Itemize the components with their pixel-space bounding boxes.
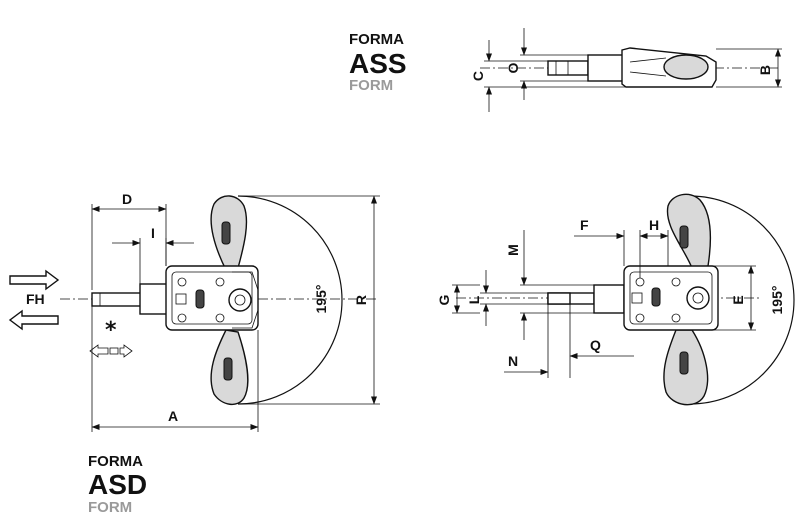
right-pivot-outer	[686, 286, 710, 310]
left-lever	[232, 271, 259, 329]
forma-ass-line1: FORMA	[349, 31, 404, 48]
right-base-inner	[629, 271, 713, 325]
left-angle-label: 195°	[313, 285, 329, 314]
right-view: 195° F H M	[436, 193, 795, 406]
right-swing-arc	[689, 195, 795, 405]
forma-ass-line2: ASS	[349, 48, 407, 79]
label-R: R	[353, 295, 369, 305]
left-hole-2	[177, 313, 187, 323]
label-M: M	[505, 244, 521, 256]
label-I: I	[151, 225, 155, 241]
left-hole-4	[215, 313, 225, 323]
forma-asd-line2: ASD	[88, 469, 147, 500]
left-swing-arc	[237, 195, 343, 405]
label-E: E	[730, 295, 746, 304]
left-pivot-outer	[228, 288, 252, 312]
left-lower-grip	[223, 357, 233, 381]
left-hole-3	[215, 277, 225, 287]
label-C: C	[470, 71, 486, 81]
right-upper-handle	[666, 193, 712, 269]
right-upper-grip	[679, 225, 689, 249]
right-hole-3	[671, 277, 681, 287]
left-upper-grip	[221, 221, 231, 245]
right-guide	[593, 284, 625, 314]
right-pivot-inner	[692, 292, 704, 304]
right-pin-square	[631, 292, 643, 304]
left-base	[165, 265, 259, 331]
right-hole-4	[671, 313, 681, 323]
asterisk-symbol: *	[105, 318, 117, 343]
label-O: O	[505, 62, 521, 73]
right-lower-grip	[679, 351, 689, 375]
label-H: H	[649, 217, 659, 233]
label-A: A	[168, 408, 178, 424]
forma-asd-line1: FORMA	[88, 453, 143, 470]
left-slot	[195, 289, 205, 309]
top-linkage	[629, 57, 667, 77]
left-guide	[139, 283, 169, 315]
label-Q: Q	[590, 337, 601, 353]
fh-arrow-right	[9, 269, 60, 291]
label-L: L	[466, 295, 482, 304]
bidirectional-arrow-icon	[89, 344, 133, 358]
forma-asd-line3: FORM	[88, 499, 132, 516]
top-handle	[663, 54, 709, 80]
right-base	[623, 265, 719, 331]
left-plunger	[91, 292, 143, 307]
forma-ass-line3: FORM	[349, 77, 393, 94]
left-pivot-inner	[234, 294, 246, 306]
fh-arrow-left	[8, 309, 59, 331]
label-F: F	[580, 217, 589, 233]
right-hole-2	[635, 313, 645, 323]
left-hole-1	[177, 277, 187, 287]
left-view-asd: 195° D I A	[8, 191, 380, 516]
label-D: D	[122, 191, 132, 207]
left-pin-square	[175, 293, 187, 305]
top-view-ass: FORMA ASS FORM B O C	[349, 28, 782, 112]
right-plunger-thread	[547, 292, 571, 305]
right-slot	[651, 287, 661, 307]
label-B: B	[757, 65, 773, 75]
label-N: N	[508, 353, 518, 369]
left-base-inner	[171, 271, 253, 325]
label-G: G	[436, 294, 452, 305]
label-FH: FH	[26, 291, 45, 307]
top-guide	[587, 54, 625, 82]
right-angle-label: 195°	[769, 286, 785, 315]
